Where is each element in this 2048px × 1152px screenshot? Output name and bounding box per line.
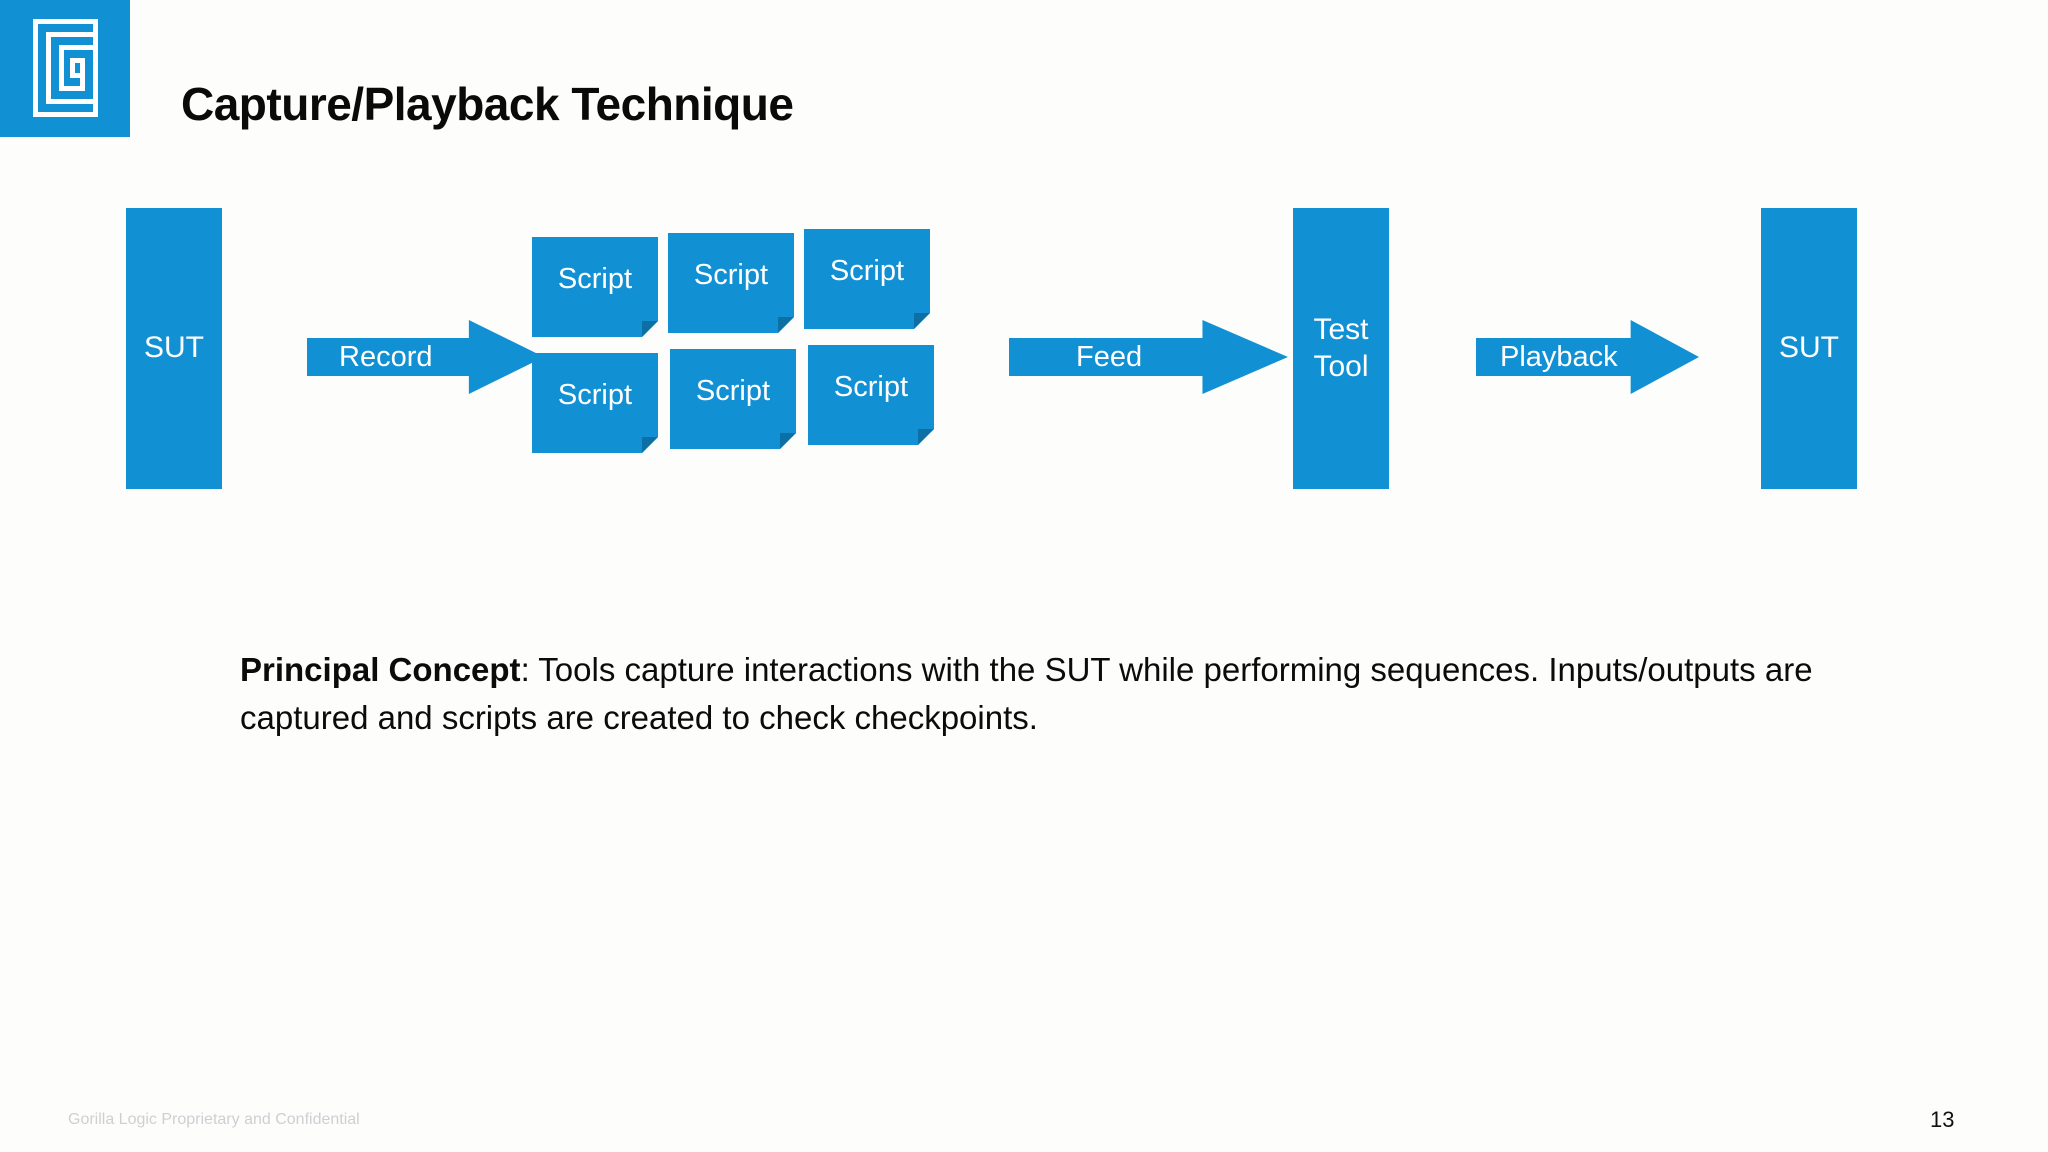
brand-logo [0,0,130,137]
script-document-icon [808,345,934,445]
diagram-arrow-feed: Feed [1009,320,1288,394]
feed-arrow-label: Feed [1076,340,1143,373]
diagram-script-card: Script [532,353,658,453]
arrow-right-icon [1009,320,1288,394]
body-lead: Principal Concept [240,651,521,688]
script-document-icon [532,353,658,453]
diagram-arrow-record: Record [307,320,544,394]
script-document-icon [804,229,930,329]
capture-playback-diagram: SUT Record Script Script Script [0,0,2048,520]
script-card-label: Script [557,379,633,411]
diagram-script-card: Script [808,345,934,445]
script-document-icon [532,237,658,337]
record-arrow-label: Record [339,340,433,373]
diagram-node-sut-source: SUT [126,208,222,489]
page-title: Capture/Playback Technique [181,78,794,130]
playback-arrow-label: Playback [1500,340,1618,373]
script-card-label: Script [829,255,905,287]
page-number: 13 [1930,1107,1955,1132]
arrow-right-icon [307,320,544,394]
diagram-node-sut-target: SUT [1761,208,1857,489]
diagram-script-card: Script [804,229,930,329]
script-document-icon [670,349,796,449]
diagram-script-card: Script [668,233,794,333]
script-document-icon [668,233,794,333]
diagram-node-test-tool: Test Tool [1293,208,1389,489]
body-paragraph: Principal Concept: Tools capture interac… [240,646,1860,742]
arrow-right-icon [1476,320,1699,394]
script-card-label: Script [833,371,909,403]
test-tool-label-line1: Test [1313,312,1369,346]
diagram-arrow-playback: Playback [1476,320,1699,394]
footer-confidential-notice: Gorilla Logic Proprietary and Confidenti… [68,1111,360,1128]
sut-target-label: SUT [1779,331,1839,365]
script-card-label: Script [695,375,771,407]
diagram-script-card: Script [670,349,796,449]
script-card-label: Script [557,263,633,295]
diagram-script-card: Script [532,237,658,337]
body-rest: : Tools capture interactions with the SU… [240,651,1813,736]
sut-source-label: SUT [144,331,204,365]
test-tool-label-line2: Tool [1313,349,1369,383]
script-card-label: Script [693,259,769,291]
